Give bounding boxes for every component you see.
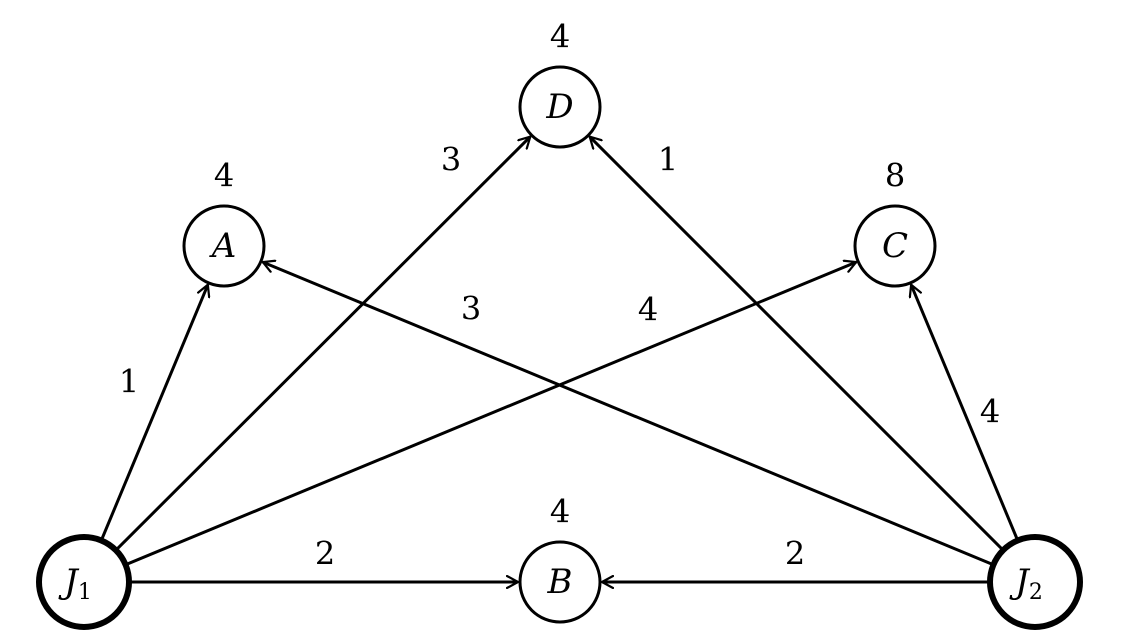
node-label-c: C [882, 226, 908, 266]
edge-j1-to-a [100, 285, 208, 540]
edge-weight-j2-a: 3 [461, 290, 481, 328]
edge-weight-j1-d: 3 [441, 141, 461, 179]
node-label-b: B [547, 562, 573, 602]
node-weight-d: 4 [550, 18, 570, 56]
node-label-j1: J1 [58, 562, 92, 605]
node-c: C8 [853, 157, 937, 288]
node-subscript-j1: 1 [78, 580, 92, 605]
node-label-j2: J2 [1009, 562, 1043, 605]
node-subscript-j2: 2 [1029, 580, 1043, 605]
edge-j1-to-d [116, 137, 530, 550]
node-weight-c: 8 [885, 157, 905, 195]
edge-j2-to-c [911, 285, 1019, 540]
node-circle-j1 [36, 534, 132, 630]
edge-weight-j1-b: 2 [315, 535, 335, 573]
node-weight-b: 4 [550, 493, 570, 531]
node-j1: J1 [36, 534, 132, 630]
node-circle-j2 [987, 534, 1083, 630]
edge-weight-j1-c: 4 [638, 291, 658, 329]
edge-weight-j2-d: 1 [658, 141, 678, 179]
node-circle-a [182, 204, 266, 288]
edge-weight-j1-a: 1 [119, 363, 139, 401]
node-circle-b [518, 540, 602, 624]
edge-weight-j2-c: 4 [980, 393, 1000, 431]
node-d: D4 [518, 18, 602, 149]
node-j2: J2 [987, 534, 1083, 630]
edge-labels-layer: 1 3 4 2 1 3 4 2 [119, 141, 1000, 573]
node-weight-a: 4 [214, 157, 234, 195]
node-label-a: A [209, 226, 237, 266]
node-circle-c [853, 204, 937, 288]
node-b: B4 [518, 493, 602, 624]
edge-j1-to-c [126, 262, 856, 566]
edge-j2-to-d [590, 137, 1003, 550]
node-label-d: D [545, 87, 573, 127]
node-a: A4 [182, 157, 266, 288]
node-circle-d [518, 65, 602, 149]
edge-j2-to-a [263, 262, 993, 566]
edge-weight-j2-b: 2 [785, 535, 805, 573]
edges-layer [100, 137, 1019, 582]
